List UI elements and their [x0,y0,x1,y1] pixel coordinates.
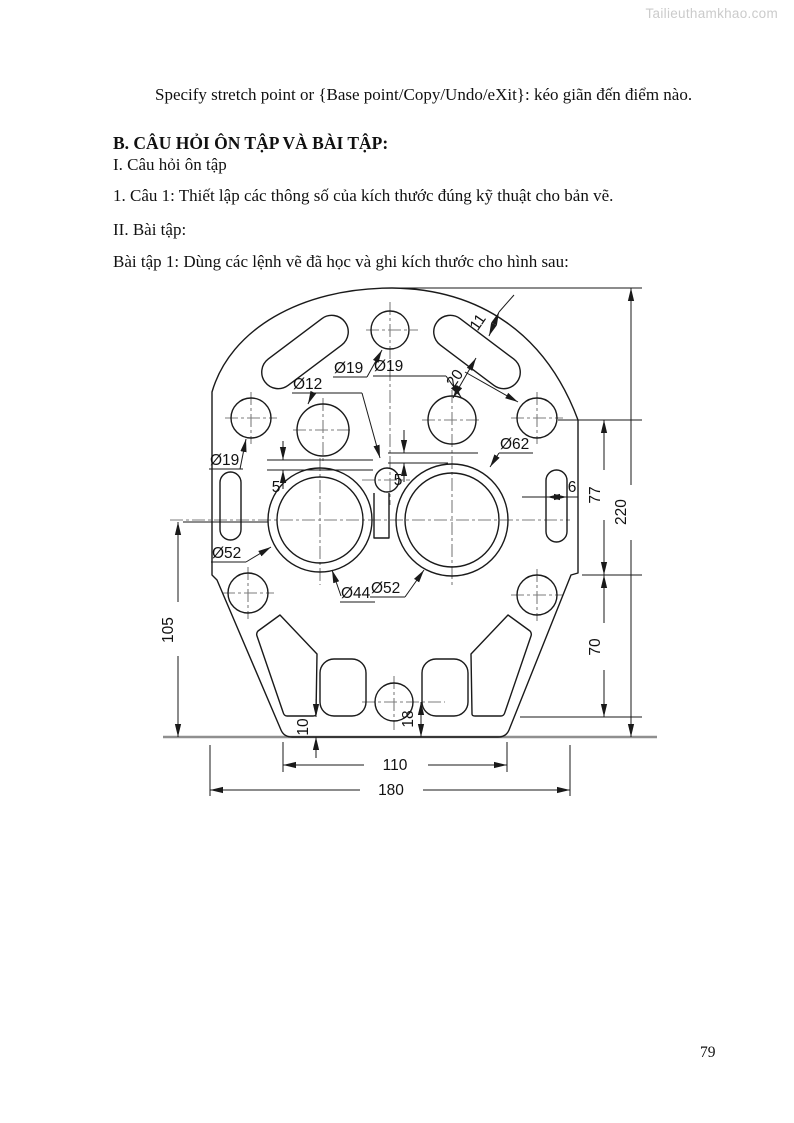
exercise-title: II. Bài tập: [113,220,187,239]
dim-label-10: 10 [295,718,312,736]
dim-label-18: 18 [400,710,417,727]
technical-drawing: 220 77 70 105 180 110 10 [160,287,657,799]
dim-label-dia19-top2: Ø19 [374,358,403,375]
dim-label-77: 77 [587,486,604,503]
slots [219,314,568,543]
dim-label-180: 180 [378,782,404,799]
watermark: Tailieuthamkhao.com [645,6,778,21]
centerlines [170,302,570,730]
lower-cutouts [255,614,533,717]
dimensions: 220 77 70 105 180 110 10 [160,287,642,799]
dim-label-105: 105 [160,617,177,643]
dim-label-dia19-left: Ø19 [210,452,239,469]
dim-label-5a: 5 [272,479,281,496]
dim-label-dia19-top1: Ø19 [334,360,363,377]
dim-label-11: 11 [467,311,490,334]
dim-label-dia52-left: Ø52 [212,545,241,562]
dim-label-6: 6 [568,479,577,496]
dim-label-dia62: Ø62 [500,436,529,453]
dim-label-5b: 5 [394,472,403,489]
command-paragraph: Specify stretch point or {Base point/Cop… [155,85,693,104]
dim-label-dia12: Ø12 [293,376,322,393]
section-heading: B. CÂU HỎI ÔN TẬP VÀ BÀI TẬP: [113,133,389,153]
part-outline [211,287,579,738]
review-title: I. Câu hỏi ôn tập [113,155,227,174]
dim-label-20: 20 [443,366,467,390]
question-1: 1. Câu 1: Thiết lập các thông số của kíc… [113,186,614,205]
holes [227,310,558,722]
dim-label-dia44: Ø44 [341,585,371,602]
page-number: 79 [700,1044,716,1061]
dim-label-220: 220 [613,499,630,525]
exercise-1: Bài tập 1: Dùng các lệnh vẽ đã học và gh… [113,252,569,271]
dim-label-70: 70 [587,638,604,656]
dim-label-dia52-mid: Ø52 [371,580,400,597]
dim-label-110: 110 [383,757,408,774]
